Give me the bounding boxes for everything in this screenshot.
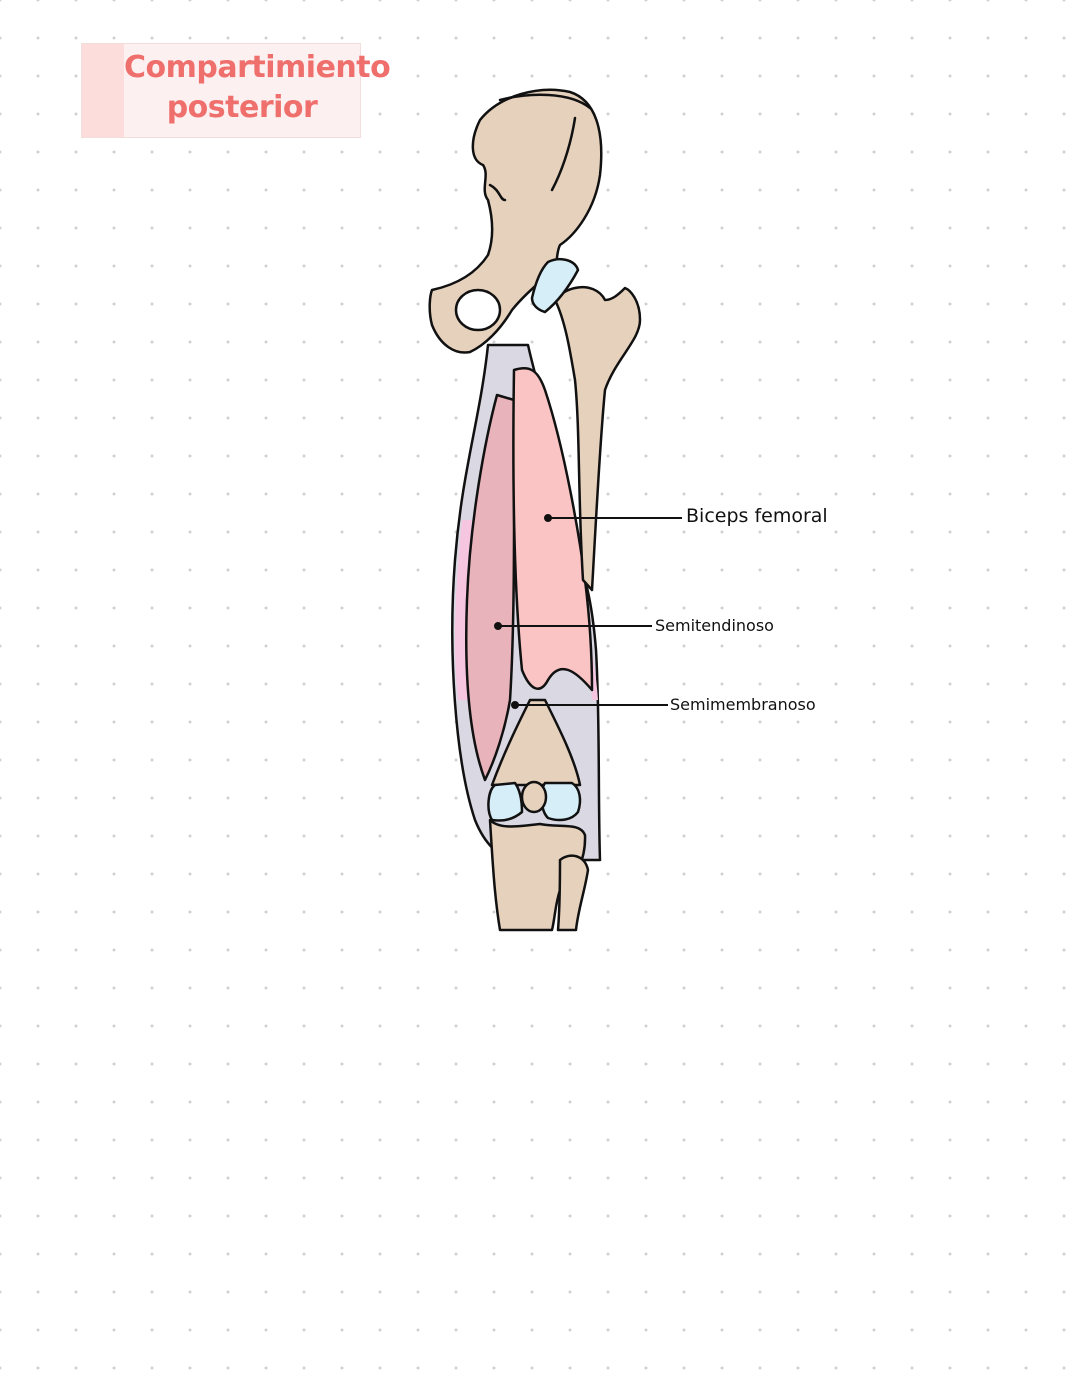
biceps-femoral-muscle: [512, 366, 594, 692]
intercondylar-notch: [520, 780, 548, 814]
obturator-foramen: [454, 288, 502, 332]
distal-femur: [490, 698, 582, 787]
pelvis-line: [550, 116, 577, 192]
semitendinoso-muscle: [465, 393, 516, 782]
medial-condyle-cartilage: [540, 781, 582, 822]
title-line-1: Compartimiento: [124, 50, 391, 85]
pelvis-bone: [428, 88, 603, 354]
label-semitendinoso: Semitendinoso: [655, 616, 774, 635]
pelvis-notch: [488, 183, 507, 202]
label-semimembranoso: Semimembranoso: [670, 695, 816, 714]
femur-shaft: [553, 285, 642, 592]
title-card: Compartimiento posterior: [81, 43, 391, 138]
femoral-head-cartilage: [530, 258, 580, 314]
label-biceps-femoral: Biceps femoral: [686, 505, 828, 527]
lateral-condyle-cartilage: [487, 781, 524, 822]
title-line-2: posterior: [166, 90, 318, 125]
title-card-tab: [82, 44, 124, 137]
fibula: [556, 854, 590, 932]
page-title: Compartimiento posterior: [124, 48, 391, 128]
pelvis-ridge: [498, 93, 592, 110]
